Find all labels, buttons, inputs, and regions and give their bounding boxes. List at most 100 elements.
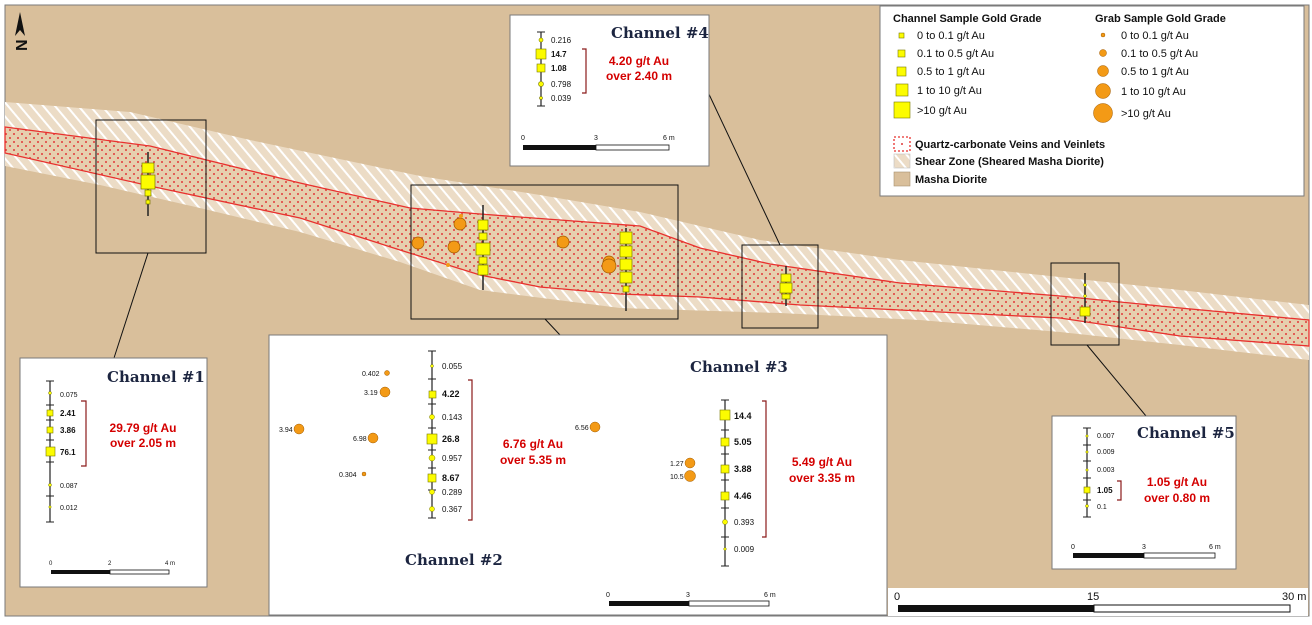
ch5-scale-end: 6 m xyxy=(1209,544,1221,551)
legend-grab-range-1: 0 to 0.1 g/t Au xyxy=(1121,30,1189,42)
ch1-sample-4: 76.1 xyxy=(60,448,76,457)
channel-4-grade: 4.20 g/t Au xyxy=(609,54,669,68)
ch5-sample-2: 0.009 xyxy=(1097,449,1115,456)
legend-unit-veins: Quartz-carbonate Veins and Veinlets xyxy=(915,139,1105,151)
ch2-grab-1: 0.402 xyxy=(362,371,380,378)
ch4-sample-4: 0.798 xyxy=(551,80,572,89)
scale-label-0: 0 xyxy=(894,591,900,603)
legend-unit-diorite: Masha Diorite xyxy=(915,174,987,186)
ch2-grab-4: 6.98 xyxy=(353,436,367,443)
ch4-scale-end: 6 m xyxy=(663,135,675,142)
ch1-scale-0: 0 xyxy=(49,561,53,567)
legend-channel-range-2: 0.1 to 0.5 g/t Au xyxy=(917,48,994,60)
ch3-sample-1: 14.4 xyxy=(734,411,752,421)
map-channel-3[interactable] xyxy=(556,228,633,311)
ch5-sample-5: 0.1 xyxy=(1097,504,1107,511)
legend-channel-range-5: >10 g/t Au xyxy=(917,105,967,117)
ch4-sample-3: 1.08 xyxy=(551,64,567,73)
ch4-sample-2: 14.7 xyxy=(551,50,567,59)
ch3-sample-4: 4.46 xyxy=(734,491,752,501)
ch4-scale-0: 0 xyxy=(521,135,525,142)
ch2-sample-3: 0.143 xyxy=(442,413,463,422)
legend: Channel Sample Gold Grade Grab Sample Go… xyxy=(879,5,1305,197)
channel-5-title: Channel #5 xyxy=(1137,424,1235,442)
map-channel-4[interactable] xyxy=(779,266,793,306)
ch2-sample-8: 0.367 xyxy=(442,505,463,514)
ch1-sample-6: 0.012 xyxy=(60,505,78,512)
ch3-sample-2: 5.05 xyxy=(734,437,752,447)
ch2-sample-2: 4.22 xyxy=(442,389,460,399)
ch2-sample-6: 8.67 xyxy=(442,473,460,483)
ch3-grab-3: 10.5 xyxy=(670,474,684,481)
ch2-scale-end: 6 m xyxy=(764,592,776,599)
ch1-sample-2: 2.41 xyxy=(60,409,76,418)
ch3-grab-2: 1.27 xyxy=(670,461,684,468)
inset-channels-2-3: 0.055 4.22 0.143 26.8 0.957 8.67 0.289 0… xyxy=(268,334,888,616)
map-channel-1[interactable] xyxy=(140,152,156,216)
channel-5-length: over 0.80 m xyxy=(1144,491,1210,505)
channel-1-grade: 29.79 g/t Au xyxy=(110,421,177,435)
scale-label-15: 15 xyxy=(1087,591,1099,603)
legend-grab-range-4: 1 to 10 g/t Au xyxy=(1121,86,1186,98)
ch1-sample-5: 0.087 xyxy=(60,483,78,490)
channel-4-scale-bar: 0 3 6 m xyxy=(521,135,675,151)
channel-3-grade: 5.49 g/t Au xyxy=(792,455,852,469)
ch3-sample-6: 0.009 xyxy=(734,545,755,554)
channel-3-title: Channel #3 xyxy=(690,358,788,376)
ch5-sample-3: 0.003 xyxy=(1097,467,1115,474)
ch2-sample-4: 26.8 xyxy=(442,434,460,444)
legend-grab-heading: Grab Sample Gold Grade xyxy=(1095,13,1226,25)
ch2-sample-5: 0.957 xyxy=(442,454,463,463)
ch3-grab-1: 6.56 xyxy=(575,425,589,432)
quartz-carbonate-vein-zone xyxy=(4,126,1310,347)
ch3-sample-3: 3.88 xyxy=(734,464,752,474)
legend-grab-range-5: >10 g/t Au xyxy=(1121,108,1171,120)
map-channel-2[interactable] xyxy=(411,205,491,290)
channel-3-length: over 3.35 m xyxy=(789,471,855,485)
channel-2-grade: 6.76 g/t Au xyxy=(503,437,563,451)
inset-channel-1: Channel #1 0.075 2.41 3.86 76.1 0.087 0.… xyxy=(19,357,208,588)
ch2-grab-5: 0.304 xyxy=(339,472,357,479)
inset-channel-5: Channel #5 0.007 0.009 0.003 1.05 0.1 1.… xyxy=(1051,415,1237,570)
ch4-scale-mid: 3 xyxy=(594,135,598,142)
location-frames xyxy=(95,89,1147,417)
channel-5-scale-bar: 0 3 6 m xyxy=(1071,544,1221,559)
main-scale-bar: 0 15 30 m xyxy=(888,588,1308,616)
channel-5-grade: 1.05 g/t Au xyxy=(1147,475,1207,489)
ch2-scale-0: 0 xyxy=(606,592,610,599)
scale-label-30: 30 m xyxy=(1282,591,1306,603)
ch2-sample-1: 0.055 xyxy=(442,362,463,371)
legend-channel-heading: Channel Sample Gold Grade xyxy=(893,13,1042,25)
channel-1-title: Channel #1 xyxy=(107,368,205,386)
channel-2-3-scale-bar: 0 3 6 m xyxy=(606,592,776,607)
ch2-sample-7: 0.289 xyxy=(442,488,463,497)
ch1-scale-end: 4 m xyxy=(165,561,175,567)
north-label: N xyxy=(14,39,31,51)
ch5-scale-mid: 3 xyxy=(1142,544,1146,551)
ch1-sample-1: 0.075 xyxy=(60,392,78,399)
channel-4-length: over 2.40 m xyxy=(606,69,672,83)
ch5-sample-4: 1.05 xyxy=(1097,486,1113,495)
north-arrow: N xyxy=(14,12,31,51)
map-channel-5[interactable] xyxy=(1079,273,1091,323)
inset-channel-4: Channel #4 0.216 14.7 1.08 0.798 0.039 4… xyxy=(509,14,710,167)
ch3-sample-5: 0.393 xyxy=(734,518,755,527)
ch2-scale-mid: 3 xyxy=(686,592,690,599)
channel-2-title: Channel #2 xyxy=(405,551,503,569)
legend-grab-range-2: 0.1 to 0.5 g/t Au xyxy=(1121,48,1198,60)
ch1-scale-mid: 2 xyxy=(108,561,112,567)
ch4-sample-1: 0.216 xyxy=(551,36,572,45)
ch1-sample-3: 3.86 xyxy=(60,426,76,435)
channel-4-title: Channel #4 xyxy=(611,24,709,42)
legend-channel-range-4: 1 to 10 g/t Au xyxy=(917,85,982,97)
legend-unit-shear: Shear Zone (Sheared Masha Diorite) xyxy=(915,156,1104,168)
legend-channel-range-1: 0 to 0.1 g/t Au xyxy=(917,30,985,42)
channel-1-length: over 2.05 m xyxy=(110,436,176,450)
ch5-sample-1: 0.007 xyxy=(1097,433,1115,440)
ch5-scale-0: 0 xyxy=(1071,544,1075,551)
channel-1-scale-bar: 0 2 4 m xyxy=(49,561,175,575)
ch4-sample-5: 0.039 xyxy=(551,94,572,103)
legend-channel-range-3: 0.5 to 1 g/t Au xyxy=(917,66,985,78)
